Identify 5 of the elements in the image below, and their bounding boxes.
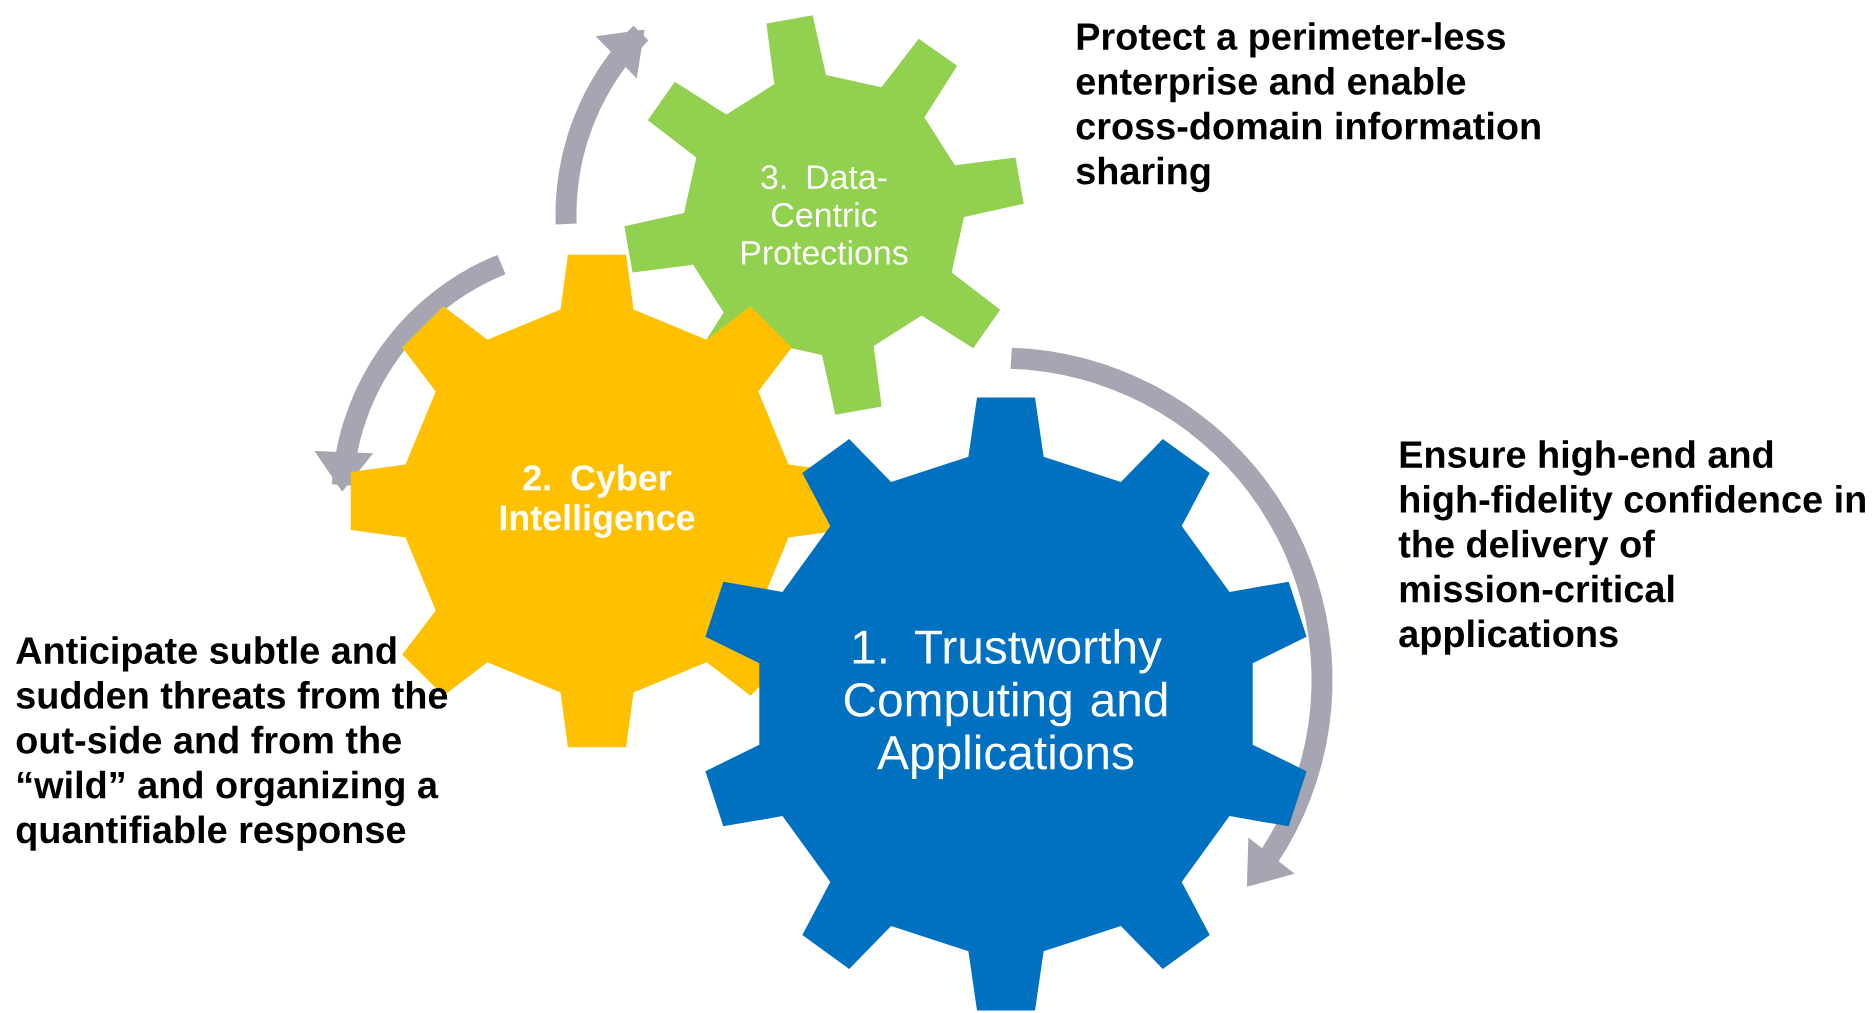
gear: 3. Data-Centric Protections: [624, 15, 1024, 415]
description-text: Protect a perimeter-less enterprise and enable cross-domain information sharing: [1076, 22, 1540, 193]
gear: 1. Trustworthy Computing and Applications: [705, 397, 1307, 1011]
description-text: Anticipate subtle and sudden threats from the out-side and from the “wild” and organizing a quantifiable response: [16, 636, 448, 851]
description-text: Ensure high-end and high-fidelity confidence in the delivery of mission-critical applications: [1398, 440, 1865, 655]
